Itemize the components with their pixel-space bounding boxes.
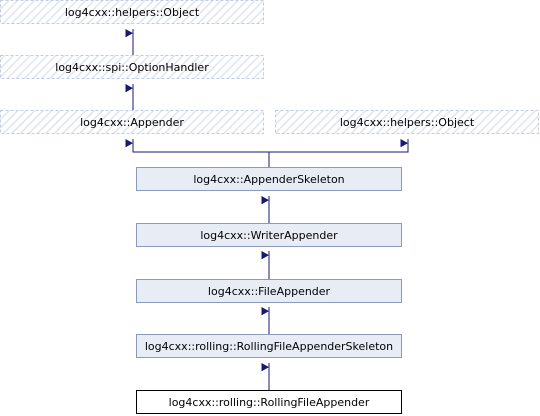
node-appender[interactable]: log4cxx::Appender bbox=[0, 110, 264, 134]
edge-skeleton-to-appender bbox=[125, 139, 269, 153]
node-label: log4cxx::rolling::RollingFileAppenderSke… bbox=[145, 340, 393, 353]
node-object-top[interactable]: log4cxx::helpers::Object bbox=[0, 0, 264, 24]
node-label: log4cxx::Appender bbox=[80, 116, 184, 129]
node-label: log4cxx::rolling::RollingFileAppender bbox=[169, 396, 370, 409]
node-rolling-file-appender: log4cxx::rolling::RollingFileAppender bbox=[136, 390, 402, 414]
node-appender-skeleton[interactable]: log4cxx::AppenderSkeleton bbox=[136, 167, 402, 191]
node-rolling-file-appender-skeleton[interactable]: log4cxx::rolling::RollingFileAppenderSke… bbox=[136, 334, 402, 358]
node-label: log4cxx::WriterAppender bbox=[200, 229, 338, 242]
node-object-right[interactable]: log4cxx::helpers::Object bbox=[275, 110, 539, 134]
node-label: log4cxx::helpers::Object bbox=[340, 116, 475, 129]
node-option-handler[interactable]: log4cxx::spi::OptionHandler bbox=[0, 55, 264, 79]
node-writer-appender[interactable]: log4cxx::WriterAppender bbox=[136, 223, 402, 247]
node-label: log4cxx::FileAppender bbox=[208, 285, 331, 298]
node-file-appender[interactable]: log4cxx::FileAppender bbox=[136, 279, 402, 303]
node-label: log4cxx::helpers::Object bbox=[65, 6, 200, 19]
node-label: log4cxx::AppenderSkeleton bbox=[193, 173, 344, 186]
edges bbox=[125, 29, 409, 390]
edge-skeleton-to-object-right bbox=[269, 139, 409, 153]
node-label: log4cxx::spi::OptionHandler bbox=[55, 61, 209, 74]
